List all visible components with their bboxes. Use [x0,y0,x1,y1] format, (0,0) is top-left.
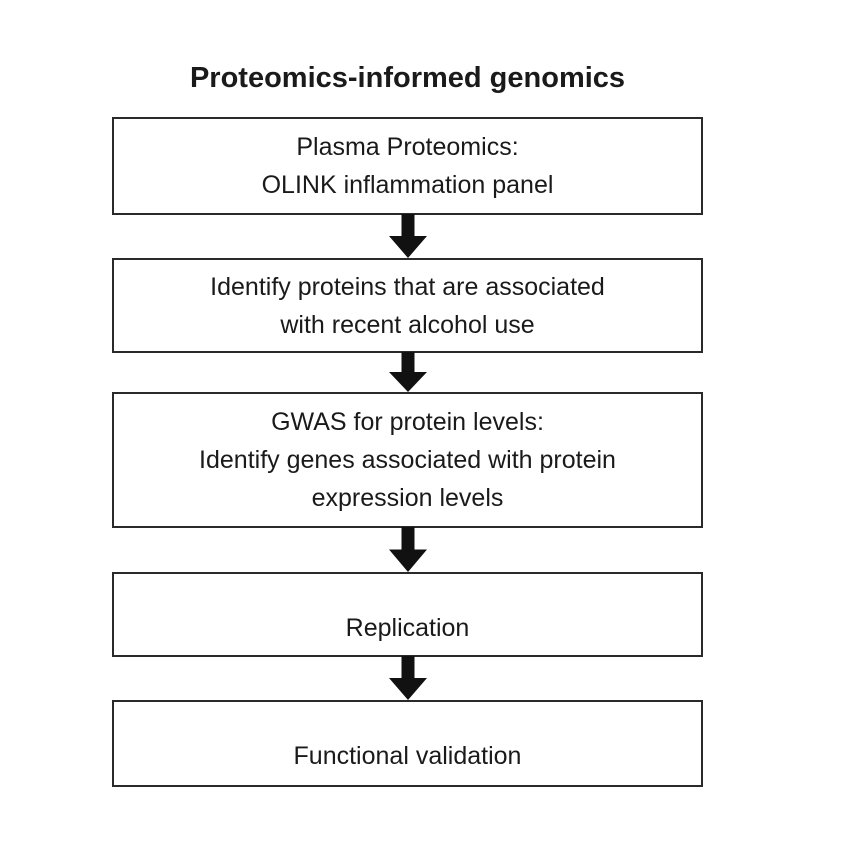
step-box-replication: Replication [112,572,703,657]
flowchart-title: Proteomics-informed genomics [189,62,626,94]
down-arrow-icon [389,527,427,572]
step-box-functional-validation: Functional validation [112,700,703,787]
step-text: GWAS for protein levels: Identify genes … [199,408,616,512]
step-box-plasma-proteomics: Plasma Proteomics: OLINK inflammation pa… [112,117,703,215]
step-text: Functional validation [293,742,522,770]
step-text: Identify proteins that are associated wi… [210,272,605,339]
down-arrow-icon [389,214,427,258]
down-arrow-icon [389,352,427,392]
step-box-identify-proteins: Identify proteins that are associated wi… [112,258,703,353]
step-text: Plasma Proteomics: OLINK inflammation pa… [261,133,554,199]
step-text: Replication [345,614,470,642]
step-box-gwas: GWAS for protein levels: Identify genes … [112,392,703,528]
down-arrow-icon [389,656,427,700]
